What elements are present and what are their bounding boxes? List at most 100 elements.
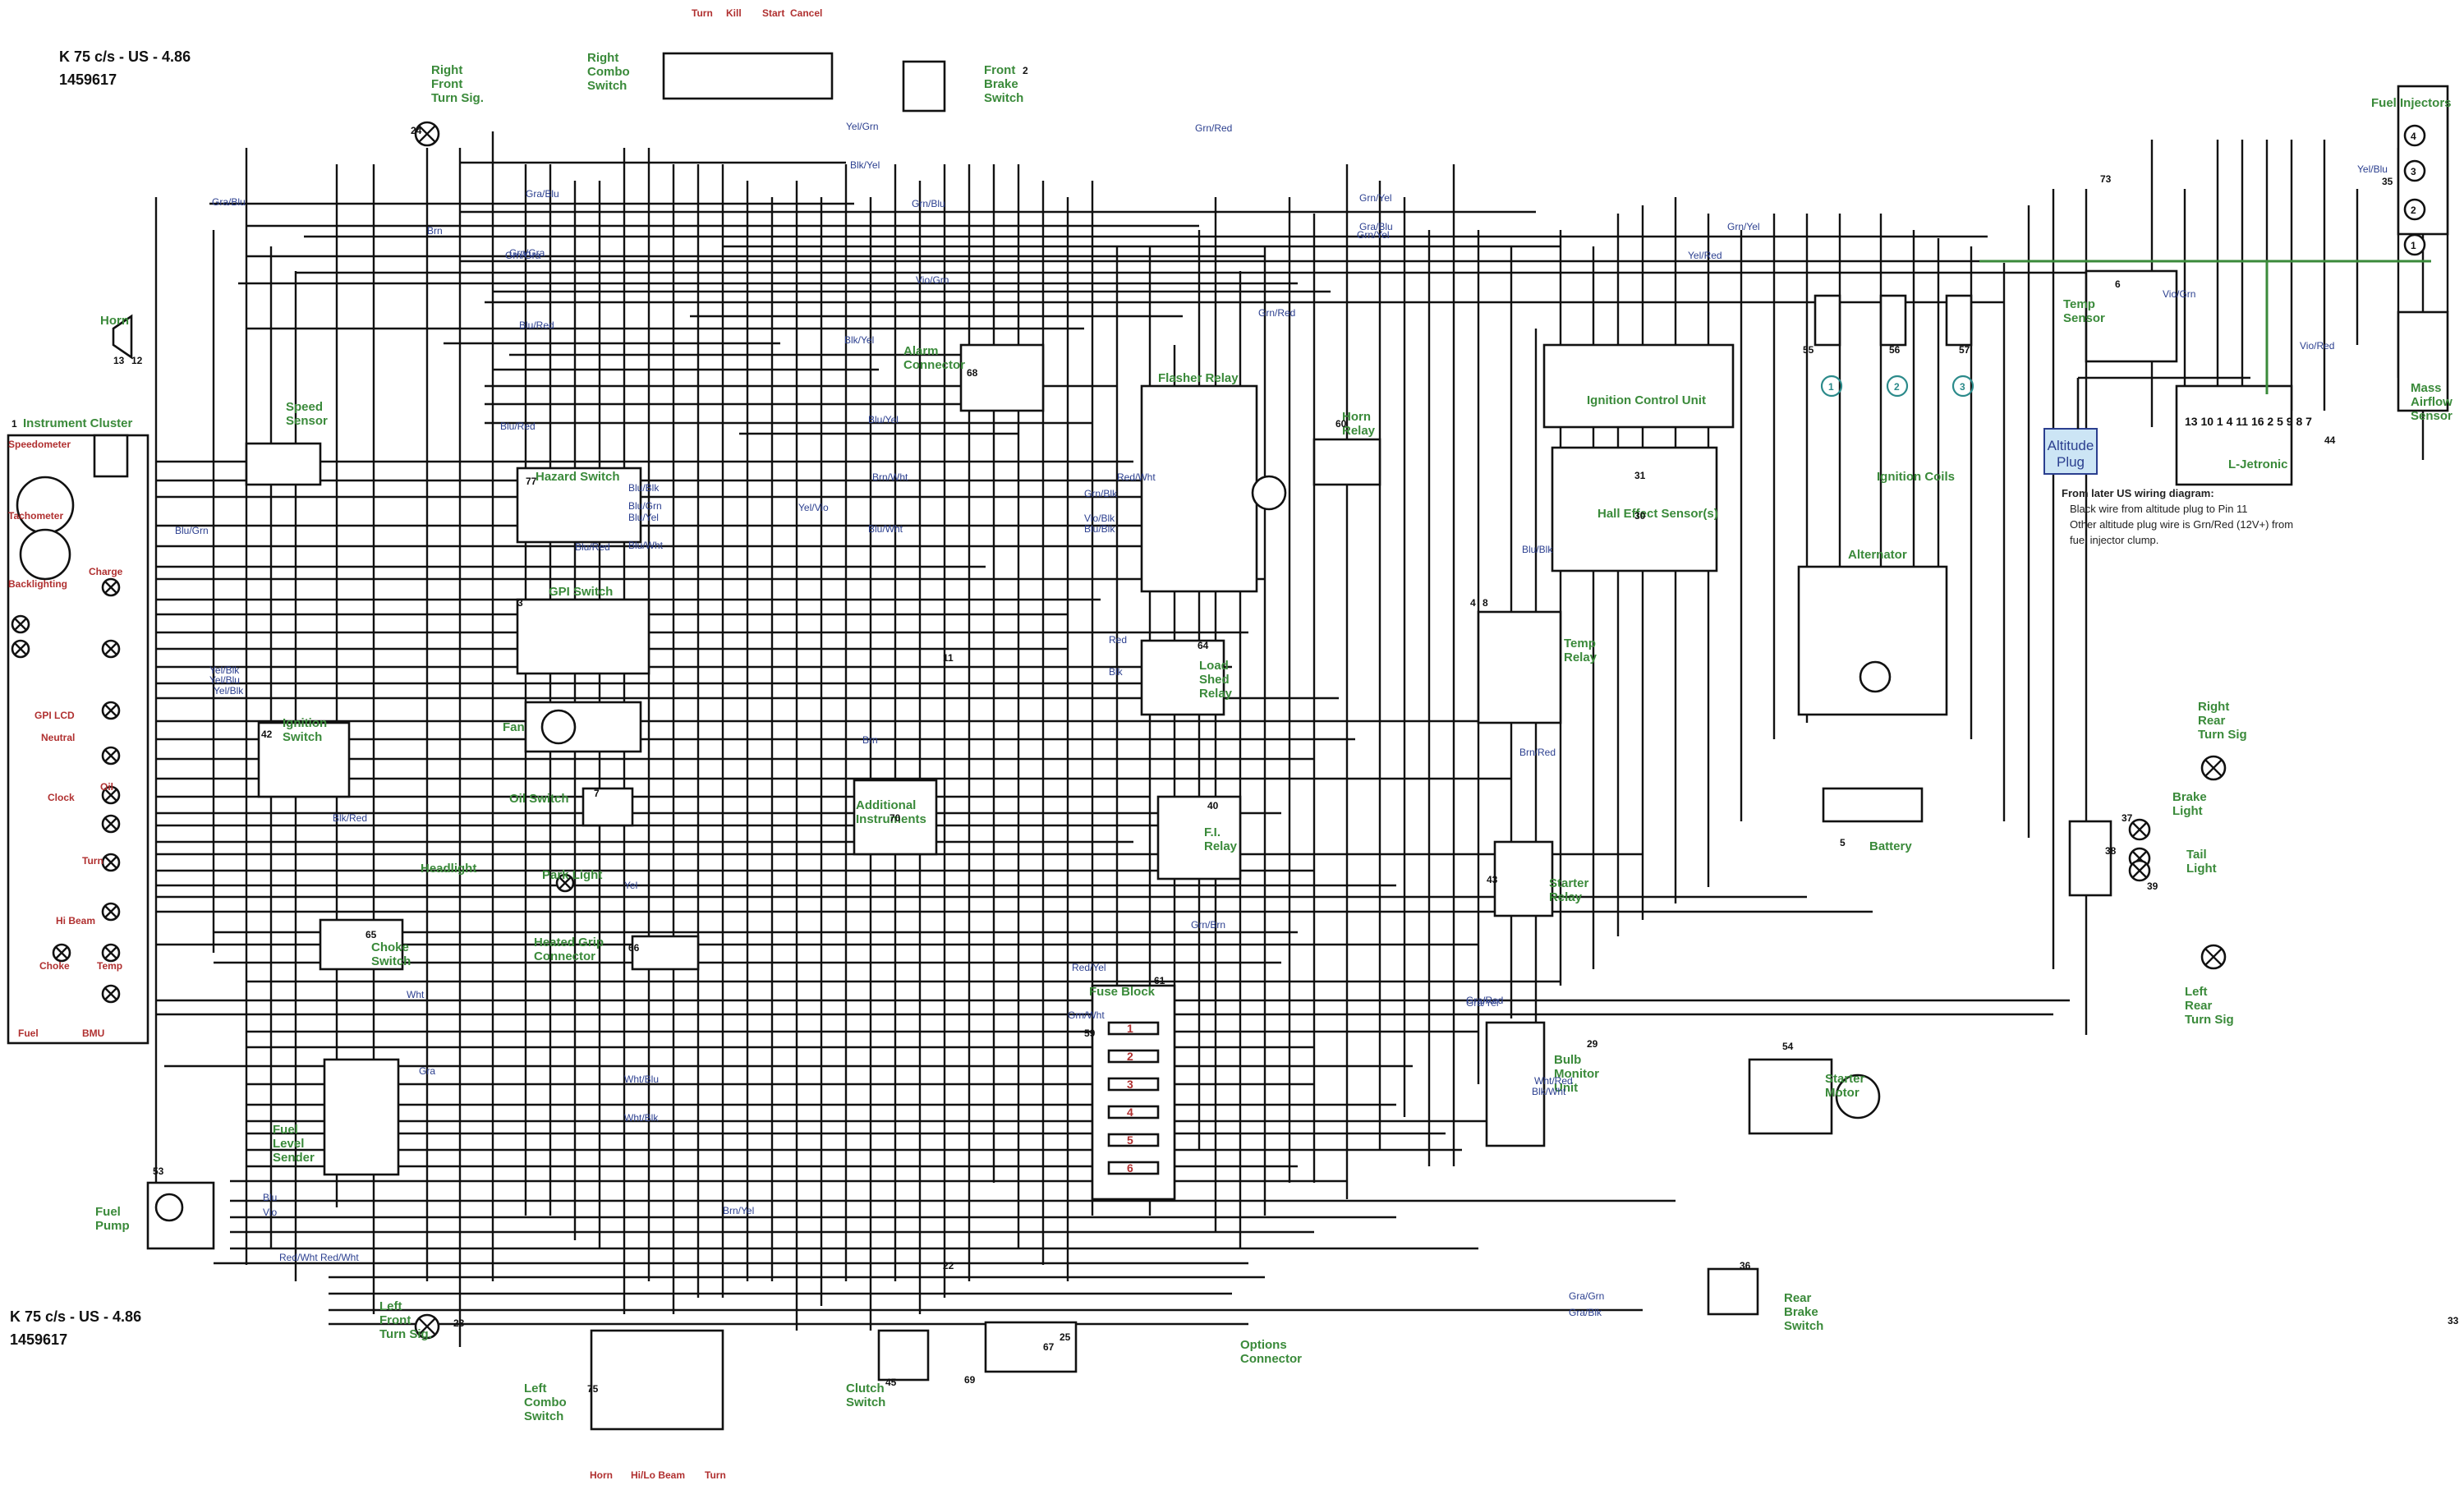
left-combo-box (590, 1329, 724, 1431)
label-starter-relay-line: Starter (1549, 876, 1589, 890)
wire-label: Grn/Red (1195, 122, 1232, 134)
note-title: From later US wiring diagram: (2062, 487, 2214, 499)
label-bulb-monitor-line: Unit (1554, 1081, 1578, 1095)
wire-network (154, 107, 2449, 1347)
component-number: 61 (1154, 975, 1165, 986)
fuel-level-box (323, 1058, 400, 1176)
wire-label: Grn/Blu (912, 198, 945, 209)
coil-number-3 (1951, 375, 1974, 398)
wire-label: Wht (407, 989, 425, 1000)
label-hi-beam-line: Hi Beam (56, 915, 95, 926)
label-turn-ind: Turn (82, 855, 103, 867)
wire-label: Red/Wht (279, 1252, 318, 1263)
gpi-switch-box (516, 598, 650, 675)
injector-2 (2403, 159, 2426, 182)
label-l-jetronic-line: L-Jetronic (2228, 457, 2288, 471)
wire-label: Blu/Blk (628, 482, 660, 494)
component-number: 65 (365, 929, 377, 940)
label-clock: Clock (48, 792, 75, 803)
tachometer-gauge (19, 528, 71, 581)
speedometer-box (93, 434, 129, 478)
additional-instr-box (853, 779, 938, 856)
component-number: 36 (1740, 1260, 1751, 1271)
component-number: 77 (526, 476, 537, 487)
label-tachometer-line: Tachometer (8, 510, 63, 522)
label-temp-relay-line: Temp (1564, 637, 1596, 651)
wire-label: Wht/Blk (624, 1112, 659, 1124)
component-number: 1 (11, 418, 17, 430)
wire-label: Blu/Red (575, 541, 610, 553)
fuse-block-box (1091, 984, 1176, 1201)
label-flasher-relay-line: Flasher Relay (1158, 371, 1239, 385)
temp-relay-box (1477, 610, 1562, 724)
wire-label: Yel/Blu (209, 674, 240, 686)
label-alternator: Alternator (1848, 548, 1907, 562)
label-gpi-lcd: GPI LCD (34, 710, 75, 721)
wire-label: Grn/Wht (1068, 1009, 1105, 1021)
wire-label: Red/Wht (1117, 471, 1156, 483)
label-hazard-switch-line: Hazard Switch (536, 470, 620, 484)
hazard-switch-box (516, 467, 642, 544)
label-turn-top: Turn (692, 7, 713, 19)
injector-number-text: 1 (2411, 240, 2416, 251)
component-number: 13 (113, 355, 125, 366)
label-additional-instr-line: Instruments (856, 812, 926, 826)
component-number: 70 (890, 812, 901, 824)
label-fi-relay: F.I.Relay (1204, 825, 1238, 853)
component-number: 53 (153, 1165, 164, 1177)
wire-label: Grn/Blk (1084, 488, 1118, 499)
label-backlighting: Backlighting (8, 578, 67, 590)
l-jetronic-box (2175, 384, 2293, 486)
component-number: 6 (2115, 278, 2121, 290)
choke-switch-box (319, 918, 404, 971)
wire-label: Brn (862, 734, 878, 746)
component-number: 23 (453, 1317, 465, 1329)
label-options-connector-line: Options (1240, 1338, 1287, 1352)
alarm-connector-box (959, 343, 1045, 412)
label-rear-brake-line: Switch (1784, 1319, 1823, 1333)
label-horn-line: Horn (100, 314, 129, 328)
label-options-connector-line: Connector (1240, 1352, 1302, 1366)
wire-label: Red/Yel (1072, 962, 1106, 973)
label-mass-airflow-line: Mass (2411, 381, 2442, 395)
label-right-front-turn-line: Right (431, 63, 462, 77)
component-number: 33 (2448, 1315, 2459, 1326)
component-number: 75 (587, 1383, 599, 1395)
component-number: 44 (2324, 434, 2336, 446)
altitude-plug-line1: Altitude (2048, 438, 2094, 453)
label-ignition-coils-line: Ignition Coils (1877, 470, 1955, 484)
wire-label: Yel/Blk (209, 664, 240, 676)
wire-label: Gra (419, 1065, 435, 1077)
wire-label: Brn/Red (1519, 747, 1556, 758)
oil-switch-box (582, 787, 634, 827)
label-fuse-block-line: Fuse Block (1089, 985, 1156, 999)
fuse-label-2: 2 (1127, 1050, 1133, 1063)
wire-label: Blu/Yel (628, 512, 659, 523)
injector-number-text: 4 (2411, 131, 2416, 142)
options-connector-box (984, 1321, 1078, 1373)
label-turn-ind-line: Turn (82, 855, 103, 867)
label-mass-airflow-line: Sensor (2411, 409, 2453, 423)
label-fi-relay-line: F.I. (1204, 825, 1221, 839)
injector-number-text: 2 (2411, 205, 2416, 216)
wire-label: Wht/Blu (624, 1074, 659, 1085)
label-speed-sensor-line: Speed (286, 400, 323, 414)
label-front-brake-line: Front (984, 63, 1015, 77)
wire-label: Gra/Yel (1466, 997, 1499, 1009)
label-park-light-line: Park Light (542, 868, 602, 882)
component-number: 43 (1487, 874, 1498, 885)
fuse-1 (1107, 1021, 1160, 1036)
wire-label: Blu/Wht (628, 540, 664, 551)
component-number: 54 (1782, 1041, 1794, 1052)
component-number: 56 (1889, 344, 1901, 356)
component-number: 5 (1840, 837, 1846, 848)
mass-airflow-box (2397, 310, 2449, 412)
label-hall-effect: Hall Effect Sensor(s) (1597, 507, 1718, 521)
